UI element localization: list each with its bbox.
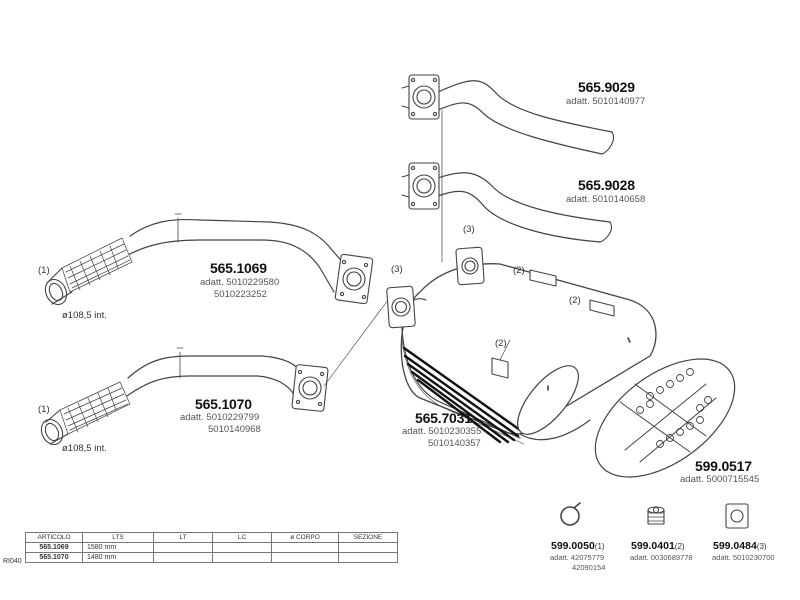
ref-mark-1: (1) bbox=[38, 404, 50, 415]
table-cell bbox=[271, 542, 339, 553]
clamp-599-0050 bbox=[560, 502, 581, 526]
table-header-cell: ø CORPO bbox=[271, 532, 339, 543]
part-adatt-565-7031: adatt. 5010230355 bbox=[402, 426, 482, 437]
table-cell: 1480 mm bbox=[82, 552, 154, 563]
heat-shield-599-0517 bbox=[594, 358, 736, 478]
ref-mark-3: (3) bbox=[391, 264, 403, 275]
part-adatt2-565-1069: 5010223252 bbox=[214, 289, 267, 300]
table-cell: 1580 mm bbox=[82, 542, 154, 553]
table-cell: 565.1069 bbox=[25, 542, 83, 553]
table-row: 565.1069 1580 mm bbox=[25, 542, 398, 553]
table-header-cell: LT bbox=[153, 532, 213, 543]
accessory-adatt2-599-0050: 42090154 bbox=[572, 563, 606, 572]
accessory-code-599-0484: 599.0484(3) bbox=[713, 540, 767, 552]
table-cell: 565.1070 bbox=[25, 552, 83, 563]
part-code-565-9028: 565.9028 bbox=[578, 177, 635, 193]
table-cell bbox=[212, 552, 272, 563]
ref-mark-2: (2) bbox=[495, 338, 507, 349]
ref-mark-1: (1) bbox=[38, 265, 50, 276]
table-cell bbox=[338, 542, 398, 553]
table-cell bbox=[338, 552, 398, 563]
table-header-row: ARTICOLO LTS LT LC ø CORPO SEZIONE bbox=[25, 532, 398, 543]
ref-mark-2: (2) bbox=[513, 265, 525, 276]
part-adatt-565-9028: adatt. 5010140658 bbox=[566, 194, 646, 205]
part-adatt-565-1070: adatt. 5010229799 bbox=[180, 412, 260, 423]
silencer-565-7031 bbox=[386, 246, 657, 445]
part-code-565-1070: 565.1070 bbox=[195, 396, 252, 412]
table-header-cell: LC bbox=[212, 532, 272, 543]
pipe-565-9029 bbox=[401, 74, 614, 155]
table-header-cell: SEZIONE bbox=[338, 532, 398, 543]
accessory-adatt-599-0050: adatt. 42075779 bbox=[550, 553, 605, 562]
side-code-label: RI040 bbox=[3, 558, 22, 565]
pipe-565-1069 bbox=[44, 213, 374, 306]
table-cell bbox=[212, 542, 272, 553]
pipe-565-9028 bbox=[401, 109, 612, 263]
part-adatt-565-1069: adatt. 5010229580 bbox=[200, 277, 280, 288]
table-cell bbox=[153, 552, 213, 563]
accessory-adatt-599-0401: adatt. 0030689778 bbox=[630, 553, 693, 562]
part-code-565-1069: 565.1069 bbox=[210, 260, 267, 276]
table-cell bbox=[271, 552, 339, 563]
table-cell bbox=[153, 542, 213, 553]
part-code-565-7031: 565.7031 bbox=[415, 410, 472, 426]
nut-599-0401 bbox=[647, 506, 665, 525]
part-adatt2-565-1070: 5010140968 bbox=[208, 424, 261, 435]
part-code-599-0517: 599.0517 bbox=[695, 458, 752, 474]
accessory-code-599-0050: 599.0050(1) bbox=[551, 540, 605, 552]
part-adatt2-565-7031: 5010140357 bbox=[428, 438, 481, 449]
part-code-565-9029: 565.9029 bbox=[578, 79, 635, 95]
table-row: 565.1070 1480 mm bbox=[25, 552, 398, 563]
ref-mark-2: (2) bbox=[569, 295, 581, 306]
part-adatt-565-9029: adatt. 5010140977 bbox=[566, 96, 646, 107]
part-adatt-599-0517: adatt. 5000715545 bbox=[680, 474, 760, 485]
pipe-565-1070 bbox=[40, 299, 389, 446]
table-header-cell: LTS bbox=[82, 532, 154, 543]
accessory-code-599-0401: 599.0401(2) bbox=[631, 540, 685, 552]
table-header-cell: ARTICOLO bbox=[25, 532, 83, 543]
ref-mark-3: (3) bbox=[463, 224, 475, 235]
gasket-599-0484 bbox=[725, 503, 749, 529]
article-table: ARTICOLO LTS LT LC ø CORPO SEZIONE 565.1… bbox=[25, 532, 398, 563]
diameter-label: ø108,5 int. bbox=[62, 310, 107, 321]
accessory-adatt-599-0484: adatt. 5010230700 bbox=[712, 553, 775, 562]
diameter-label: ø108,5 int. bbox=[62, 443, 107, 454]
